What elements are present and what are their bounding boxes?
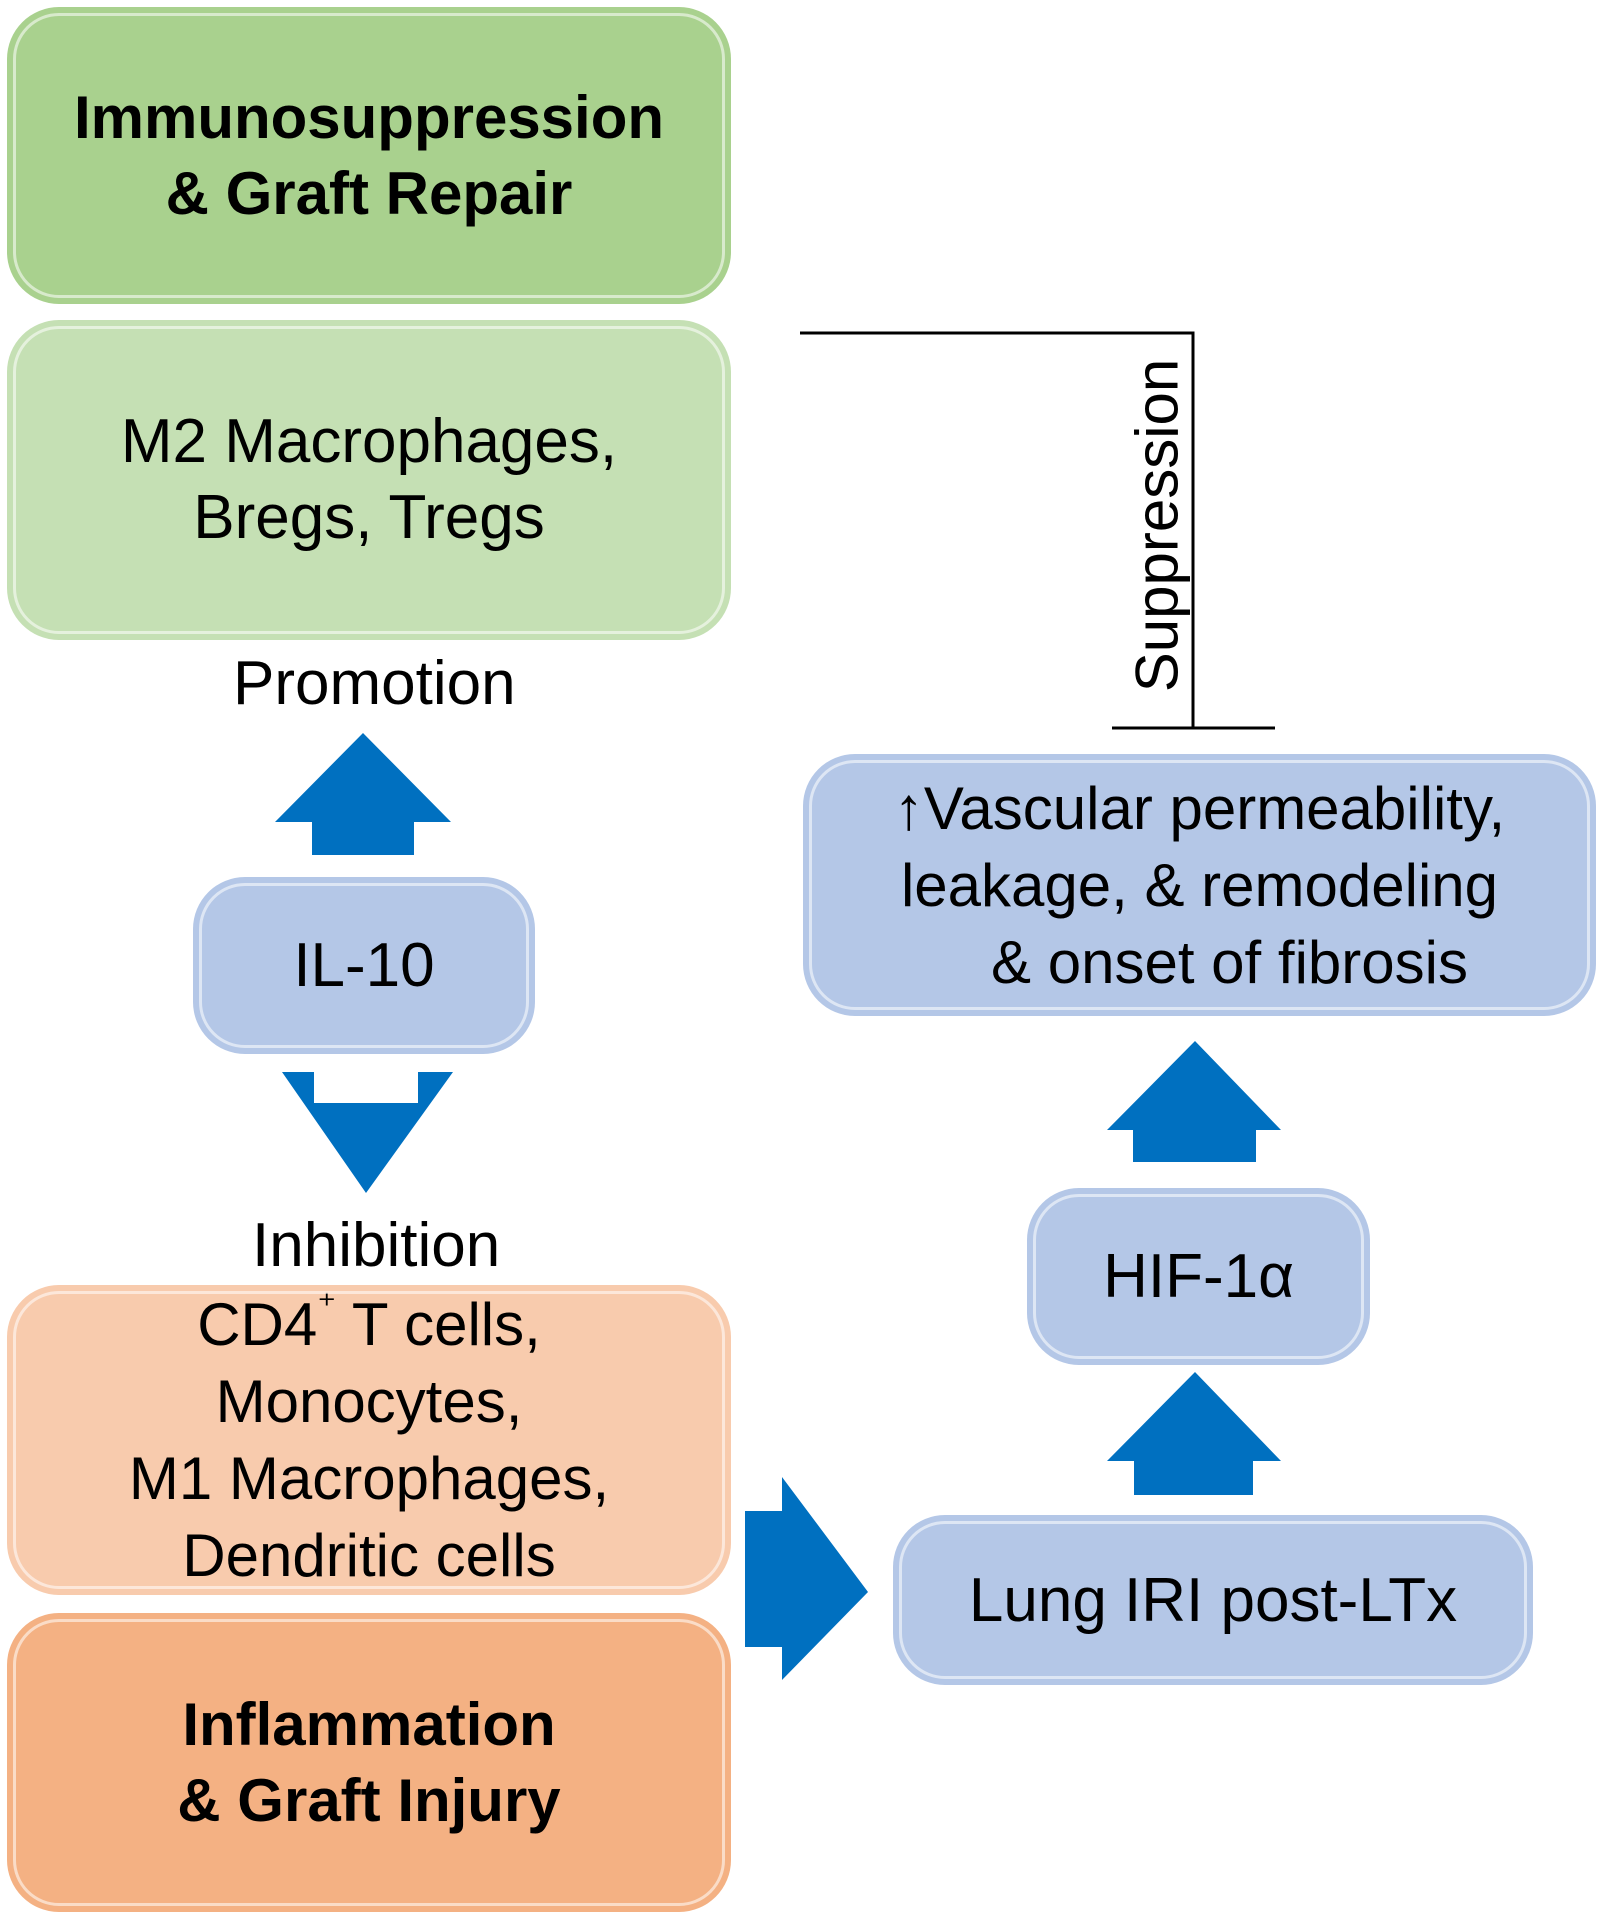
m2-line-1: M2 Macrophages, [120, 407, 618, 476]
lung-iri-label: Lung IRI post-LTx [968, 1565, 1458, 1635]
cd4-text: CD4 [197, 1291, 318, 1358]
inflammation-box: Inflammation & Graft Injury [7, 1613, 731, 1912]
immunosuppression-line-1: Immunosuppression [73, 83, 665, 151]
promotion-label: Promotion [233, 649, 516, 718]
m2-line-2: Bregs, Tregs [193, 483, 545, 552]
cd4-box: CD4⁺ T cells, Monocytes, M1 Macrophages,… [7, 1285, 731, 1595]
hif-label: HIF-1α [1103, 1242, 1294, 1311]
inhibition-arrow [282, 1072, 453, 1193]
inflammation-line-1: Inflammation [182, 1690, 556, 1758]
promotion-arrow [275, 733, 451, 855]
cd4-t-cells-text: T cells, [336, 1291, 541, 1358]
suppression-connector [800, 331, 1195, 728]
m2-box: M2 Macrophages, Bregs, Tregs [7, 320, 731, 640]
il10-label: IL-10 [293, 931, 435, 1000]
vascular-line-1: ↑Vascular permeability, [893, 774, 1506, 842]
vascular-line-3: & onset of fibrosis [991, 928, 1468, 996]
cd4-line-3: M1 Macrophages, [128, 1445, 610, 1512]
immunosuppression-line-2: & Graft Repair [165, 159, 573, 227]
hif-box: HIF-1α [1027, 1188, 1370, 1365]
cd4-line-2: Monocytes, [215, 1368, 523, 1435]
inflammation-line-2: & Graft Injury [177, 1766, 561, 1834]
immunosuppression-box: Immunosuppression & Graft Repair [7, 7, 731, 304]
vascular-box: ↑Vascular permeability, leakage, & remod… [803, 754, 1596, 1016]
right-arrow [745, 1477, 868, 1680]
vascular-up-arrow [1107, 1041, 1281, 1162]
cd4-superscript: ⁺ [317, 1284, 337, 1325]
inhibition-label: Inhibition [252, 1211, 501, 1280]
vascular-line-2: leakage, & remodeling [900, 851, 1499, 919]
cd4-line-1: CD4⁺ T cells, [197, 1286, 541, 1363]
lung-iri-box: Lung IRI post-LTx [893, 1515, 1533, 1685]
hif-up-arrow [1107, 1372, 1281, 1495]
il10-box: IL-10 [193, 877, 535, 1054]
cd4-line-4: Dendritic cells [182, 1522, 556, 1589]
suppression-text: Suppression [1123, 358, 1191, 692]
suppression-label-anchor: Suppression [1122, 345, 1192, 705]
